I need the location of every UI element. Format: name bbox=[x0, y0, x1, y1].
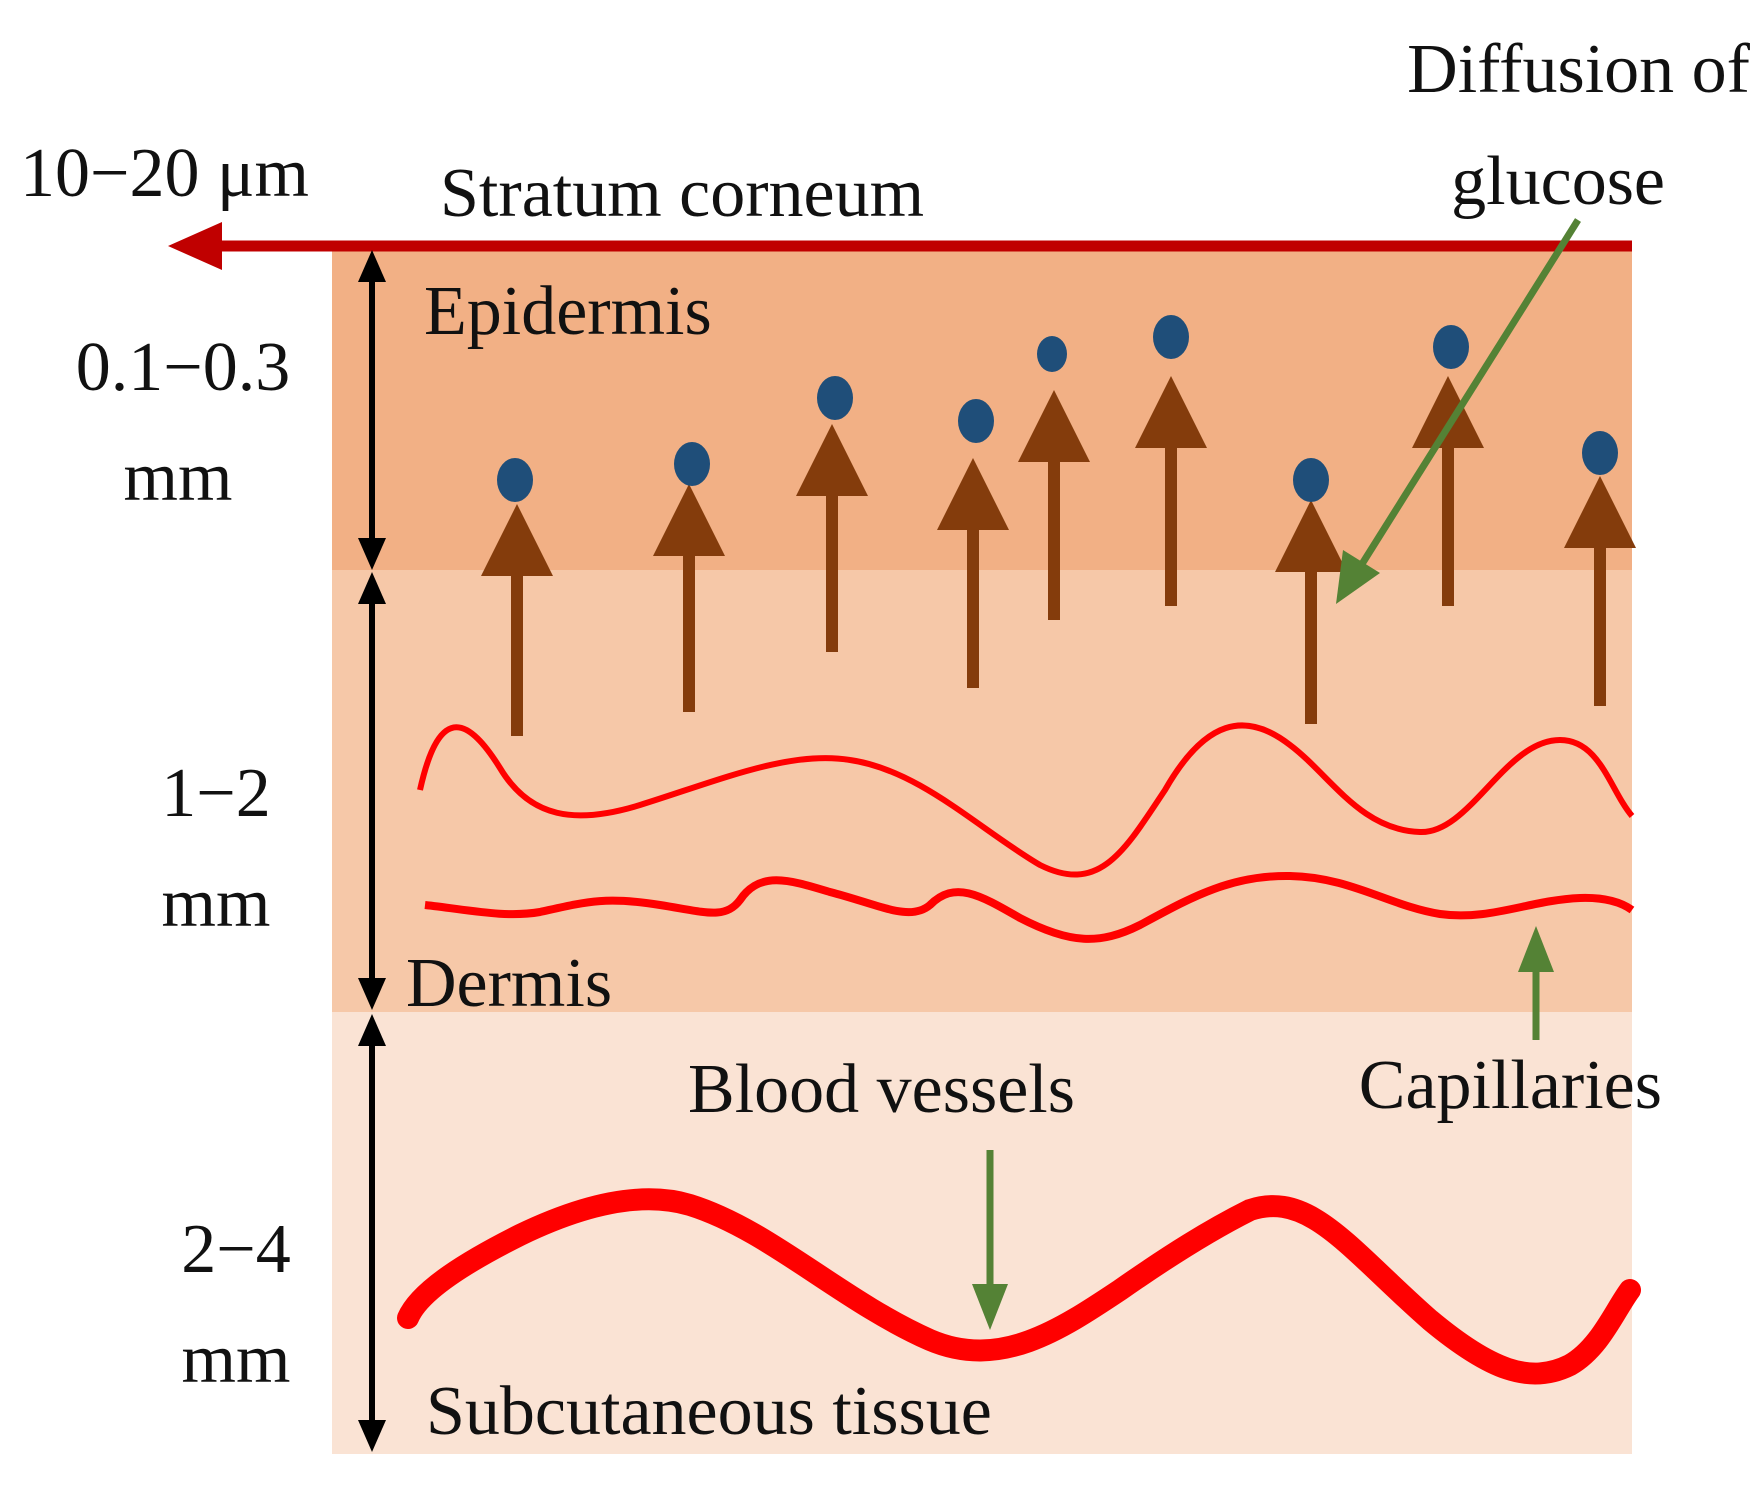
glucose-molecules bbox=[497, 315, 1618, 502]
glucose-dot bbox=[817, 376, 853, 420]
blood-vessels-label: Blood vessels bbox=[688, 1051, 1075, 1128]
dermis-depth-line1: 1−2 bbox=[161, 755, 270, 832]
diffusion-pointer-arrow bbox=[1336, 218, 1581, 604]
dermis-depth-line2: mm bbox=[162, 865, 271, 942]
subcutaneous-depth-line2: mm bbox=[182, 1321, 291, 1398]
capillaries-pointer-arrow bbox=[1518, 926, 1554, 1040]
glucose-diffusion-arrows bbox=[481, 376, 1636, 736]
blood-vessels-pointer-arrow bbox=[972, 1150, 1008, 1330]
glucose-dot bbox=[674, 442, 710, 486]
capillary-upper bbox=[417, 722, 1635, 878]
epidermis-depth-arrow bbox=[358, 250, 386, 570]
glucose-dot bbox=[958, 399, 994, 443]
glucose-dot bbox=[1037, 336, 1067, 372]
subcutaneous-depth-line1: 2−4 bbox=[181, 1211, 290, 1288]
glucose-dot bbox=[1433, 325, 1469, 369]
blood-vessel bbox=[397, 1188, 1641, 1385]
epidermis-depth-line2: mm bbox=[124, 439, 233, 516]
dermis-layer bbox=[332, 570, 1632, 1012]
dermis-depth-arrow bbox=[358, 572, 386, 1010]
stratum-thickness-label: 10−20 μm bbox=[20, 135, 309, 212]
epidermis-label: Epidermis bbox=[424, 273, 712, 350]
stratum-corneum-label: Stratum corneum bbox=[440, 155, 924, 232]
glucose-dot bbox=[1293, 458, 1329, 502]
subcutaneous-depth-arrow bbox=[358, 1014, 386, 1452]
glucose-dot bbox=[497, 458, 533, 502]
glucose-dot bbox=[1153, 315, 1189, 359]
capillaries-label: Capillaries bbox=[1359, 1047, 1662, 1124]
glucose-dot bbox=[1582, 431, 1618, 475]
diffusion-label-line1: Diffusion of bbox=[1407, 31, 1751, 108]
diffusion-label-line2: glucose bbox=[1451, 143, 1665, 220]
stratum-corneum-arrow bbox=[168, 222, 1632, 270]
dermis-label: Dermis bbox=[406, 945, 612, 1022]
capillary-lower bbox=[424, 871, 1635, 943]
epidermis-depth-line1: 0.1−0.3 bbox=[76, 329, 290, 406]
subcutaneous-tissue-label: Subcutaneous tissue bbox=[426, 1373, 992, 1450]
